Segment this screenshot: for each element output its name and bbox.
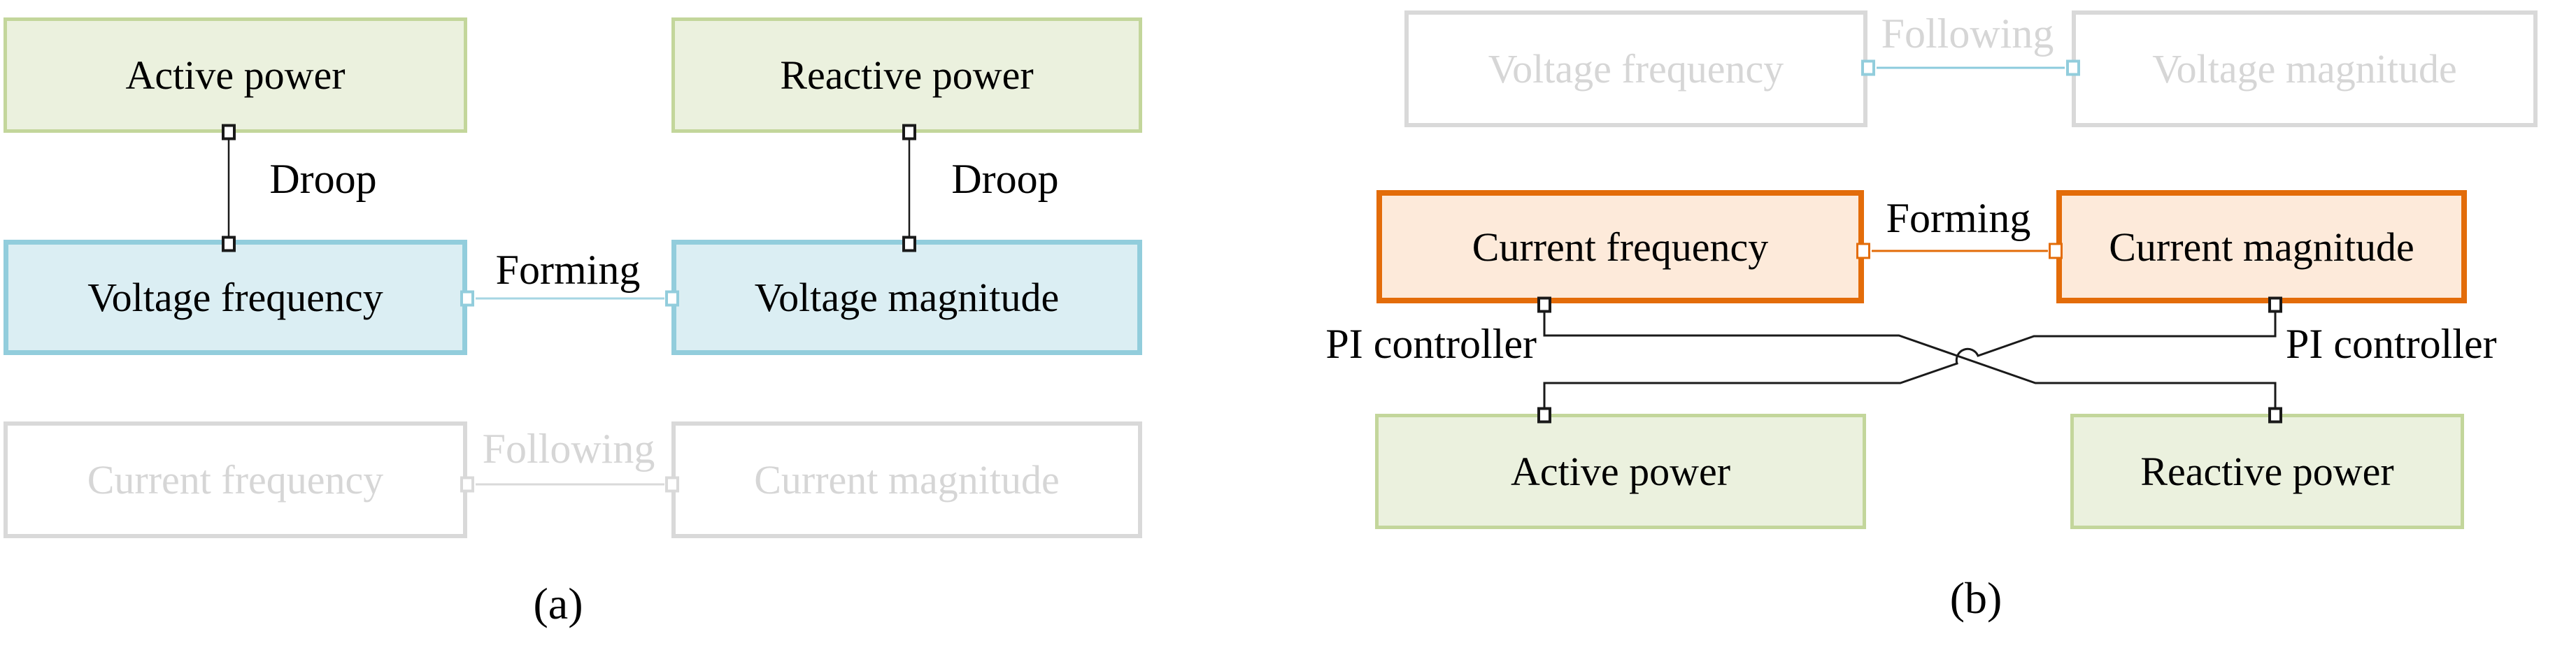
- panel-a-active-power-label: Active power: [125, 52, 346, 98]
- panel-a-following-connector-left: [460, 476, 474, 493]
- panel-b-following-connector-right: [2066, 59, 2080, 76]
- panel-b-reactive-power-box: Reactive power: [2070, 414, 2464, 529]
- panel-a-forming-connector-right: [665, 290, 679, 307]
- panel-b-active-power-label: Active power: [1510, 449, 1731, 494]
- panel-b-voltage-frequency-box-faded: Voltage frequency: [1404, 10, 1867, 127]
- panel-a-following-connector-right: [665, 476, 679, 493]
- panel-a-current-frequency-box-faded: Current frequency: [3, 421, 467, 538]
- panel-b-caption: (b): [1949, 573, 2002, 623]
- panel-a-reactive-power-box: Reactive power: [671, 17, 1142, 133]
- panel-a-forming-label: Forming: [495, 247, 641, 293]
- panel-b-forming-connector-left: [1856, 243, 1870, 259]
- panel-b-voltage-frequency-label: Voltage frequency: [1488, 46, 1784, 92]
- panel-b-pi-connector-reactive: [2268, 407, 2282, 424]
- panel-b-active-power-box: Active power: [1375, 414, 1866, 529]
- panel-b-pi-wire-magnitude-to-reactive: [1543, 312, 2277, 407]
- panel-b-reactive-power-label: Reactive power: [2140, 449, 2394, 494]
- panel-b-voltage-magnitude-label: Voltage magnitude: [2152, 46, 2457, 92]
- panel-a-following-label-faded: Following: [482, 426, 655, 472]
- panel-a-voltage-frequency-label: Voltage frequency: [87, 275, 383, 320]
- panel-a-droop-p-label: Droop: [269, 156, 377, 202]
- panel-b-voltage-magnitude-box-faded: Voltage magnitude: [2072, 10, 2538, 127]
- panel-a-current-magnitude-label: Current magnitude: [754, 457, 1060, 503]
- panel-a-current-magnitude-box-faded: Current magnitude: [671, 421, 1142, 538]
- panel-b-forming-label: Forming: [1886, 195, 2031, 241]
- panel-b-pi-connector-frequency: [1537, 296, 1551, 313]
- panel-b-current-magnitude-box: Current magnitude: [2056, 190, 2467, 303]
- panel-a-droop-q-connector-top: [902, 124, 916, 140]
- panel-b-current-magnitude-label: Current magnitude: [2109, 224, 2414, 270]
- panel-a-voltage-magnitude-box: Voltage magnitude: [671, 240, 1142, 355]
- panel-a-droop-q-label: Droop: [951, 156, 1059, 202]
- panel-a-forming-connector-left: [460, 290, 474, 307]
- panel-a-voltage-magnitude-label: Voltage magnitude: [754, 275, 1060, 320]
- panel-a-droop-q-connector-bottom: [902, 236, 916, 252]
- panel-a-voltage-frequency-box: Voltage frequency: [3, 240, 467, 355]
- panel-b-current-frequency-label: Current frequency: [1472, 224, 1769, 270]
- panel-a-caption: (a): [533, 579, 583, 628]
- panel-b-following-label-faded: Following: [1881, 10, 2054, 57]
- panel-b-pi-connector-magnitude: [2268, 296, 2282, 313]
- panel-a-current-frequency-label: Current frequency: [87, 457, 384, 503]
- panel-b-pi-wire-frequency-to-active: [1543, 312, 2277, 407]
- panel-a-active-power-box: Active power: [3, 17, 467, 133]
- panel-b-current-frequency-box: Current frequency: [1376, 190, 1864, 303]
- panel-b-pi-controller-label-right: PI controller: [2286, 321, 2497, 367]
- panel-a-droop-p-connector-top: [222, 124, 236, 140]
- panel-b-following-connector-left: [1861, 59, 1875, 76]
- panel-a-droop-p-connector-bottom: [222, 236, 236, 252]
- panel-a-reactive-power-label: Reactive power: [780, 52, 1034, 98]
- panel-b-pi-connector-active: [1537, 407, 1551, 424]
- panel-b-pi-controller-label-left: PI controller: [1325, 321, 1537, 367]
- panel-b-forming-connector-right: [2049, 243, 2063, 259]
